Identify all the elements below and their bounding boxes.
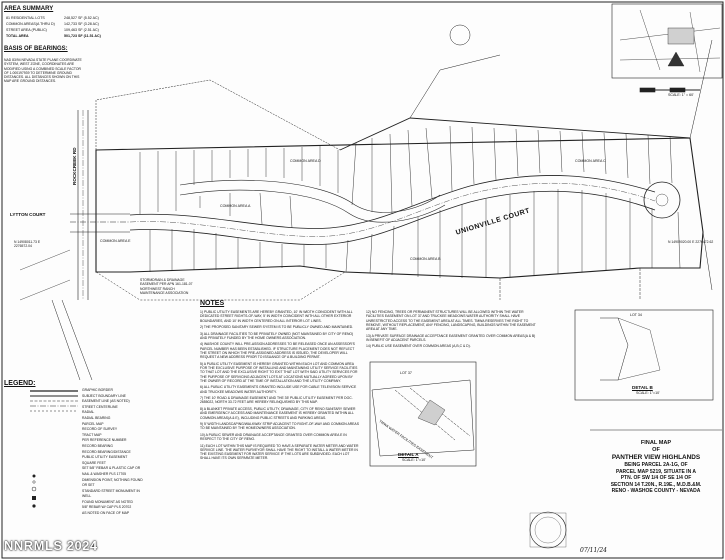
note-item: 14) PUBLIC USE EASEMENT OVER COMMON AREA… [366, 344, 471, 349]
note-item: 13) A PRIVATE SURFACE DRAINAGE ACCEPTANC… [366, 333, 536, 342]
title-line: RENO - WASHOE COUNTY - NEVADA [611, 488, 701, 495]
note-item: 5) A PUBLIC UTILITY EASEMENT IS HEREBY G… [200, 361, 358, 383]
area-row-label: 81 RESIDENTIAL LOTS [6, 16, 45, 20]
legend-item: GRAPHIC BORDER [82, 388, 113, 392]
scale-label: SCALE: 1" = 60' [668, 93, 694, 97]
notes-column-1: 1) PUBLIC UTILITY EASEMENTS ARE HEREBY G… [200, 310, 360, 463]
legend-item: STANDARD STREET MONUMENT IN WELL [82, 488, 140, 499]
detail-b-scale: SCALE: 1"=10' [636, 391, 660, 395]
notes-title: NOTES [200, 300, 225, 307]
area-row-value: 142,733 SF (3.28 AC) [64, 22, 99, 26]
coordinate-label: N 14908011.73 E 2276572.04 [14, 240, 41, 249]
legend-item: DIMENSION POINT, NOTHING FOUND OR SET [82, 477, 143, 488]
detail-a-scale: SCALE: 1"=10' [402, 458, 426, 462]
legend-item: RECORD BEARING/DISTANCE [82, 449, 131, 454]
notes-column-2: 12) NO FENCING, TREES OR PERMANENT STRUC… [366, 310, 536, 351]
note-item: 11) EACH LOT WITHIN THIS MAP IS REQUIRED… [200, 443, 359, 461]
legend-item: RADIAL BEARING [82, 415, 111, 420]
basis-of-bearings-title: BASIS OF BEARINGS: [4, 46, 68, 52]
title-block: FINAL MAP OF PANTHER VIEW HIGHLANDS BEIN… [590, 440, 722, 495]
legend-item: RECORD OF SURVEY [82, 427, 118, 432]
area-row-value: 501,723 SF (11.51 AC) [64, 34, 101, 38]
title-line: PTN. OF SW 1/4 OF SE 1/4 OF [620, 475, 692, 482]
title-line: FINAL MAP [640, 440, 672, 446]
signature-date: 07/11/24 [580, 547, 607, 554]
legend-item: PARCEL MAP [82, 421, 104, 426]
title-line: SECTION 14 T.20N., R.19E., M.D.B.&M. [610, 481, 702, 488]
note-item: 7) THE 10' ROAD & DRAINAGE EASEMENT AND … [200, 396, 353, 405]
legend-title: LEGEND: [4, 380, 36, 387]
engineer-stamp [529, 511, 567, 549]
street-name-rockcreek: ROCKCREEK RD [72, 147, 77, 185]
vicinity-map-border [611, 3, 723, 79]
legend-item: RECORD BEARING [82, 443, 113, 448]
common-area-a-label: COMMON AREA A [220, 204, 251, 208]
area-row-label: STREET AREA (PUBLIC) [6, 28, 47, 32]
detail-b-border [574, 309, 714, 401]
detail-b-lot-label: LOT 34 [630, 313, 642, 317]
street-name-lytton: LYTTON COURT [10, 212, 46, 217]
detail-a-border [369, 361, 477, 467]
legend-item: EASEMENT LINE (AS NOTED) [82, 399, 130, 404]
legend-item: 5/8" REBAR W/ CAP PLS 20702 [82, 505, 132, 510]
legend-item: TRACT MAP [82, 432, 102, 437]
coordinate-label: N 14909020.00 E 2276472.62 [668, 240, 714, 244]
basis-of-bearings-text: NAD 83/94 NEVADA STATE PLANE COORDINATE … [4, 58, 82, 84]
common-area-e-label: COMMON AREA E [100, 239, 131, 243]
note-item: 2) THE PROPOSED SANITARY SEWER SYSTEM IS… [200, 325, 354, 330]
title-line: BEING PARCEL 2A-1G, OF [624, 462, 688, 468]
note-item: 9) 5' WIDTH LANDSCAPING/WALKWAY STRIP AD… [200, 422, 359, 431]
subject-boundary [95, 137, 704, 279]
detail-b-title: DETAIL B [632, 385, 653, 390]
stormdrain-easement-label: STORMDRAIN & DRAINAGE EASEMENT PER APN 1… [140, 278, 193, 295]
legend-item: FOUND MONUMENT AS NOTED [82, 499, 133, 504]
legend-item: SET 5/8" REBAR & PLASTIC CAP OR NAIL & W… [82, 466, 141, 476]
area-row-value: 109,463 SF (2.51 AC) [64, 28, 99, 32]
legend-list: GRAPHIC BORDER SUBJECT BOUNDARY LINE EAS… [82, 388, 146, 517]
title-line: PANTHER VIEW HIGHLANDS [611, 454, 701, 461]
note-item: 4) WASHOE COUNTY WILL PRE-ASSIGN ADDRESS… [200, 342, 355, 360]
title-line: PARCEL MAP 5219, SITUATE IN A [615, 468, 697, 475]
legend-item: STREET CENTERLINE [82, 404, 118, 409]
note-item: 12) NO FENCING, TREES OR PERMANENT STRUC… [366, 310, 536, 332]
legend-item: SUBJECT BOUNDARY LINE [82, 393, 126, 398]
common-area-d-label: COMMON AREA D [290, 159, 321, 163]
legend-item: RADIAL [82, 410, 95, 415]
legend-item: SQUARE FEET [82, 460, 106, 465]
note-item: 10) A PUBLIC SEWER AND DRAINAGE ACCEPTAN… [200, 432, 347, 442]
note-item: 3) ALL DRAINAGE FACILITIES TO BE PRIVATE… [200, 331, 354, 340]
mls-watermark: NNRMLS 2024 [4, 538, 98, 553]
note-item: 8) A BLANKET PRIVATE ACCESS, PUBLIC UTIL… [200, 406, 356, 420]
common-area-b-label: COMMON AREA B [410, 257, 441, 261]
legend-item: PER REFERENCE NUMBER [82, 438, 127, 443]
title-line: OF [652, 447, 660, 453]
detail-a-lot-label: LOT 37 [400, 371, 412, 375]
area-row-label: TOTAL AREA [6, 34, 29, 38]
note-item: 1) PUBLIC UTILITY EASEMENTS ARE HEREBY G… [200, 310, 353, 323]
north-arrow [667, 51, 685, 67]
note-item: 6) ALL PUBLIC UTILITY EASEMENTS GRANTED … [200, 385, 357, 394]
common-area-c-label: COMMON AREA C [575, 159, 606, 163]
area-summary-title: AREA SUMMARY [4, 6, 54, 12]
legend-item: PUBLIC UTILITY EASEMENT [82, 455, 128, 460]
area-row-value: 248,527 SF (5.52 AC) [64, 16, 99, 20]
area-row-label: COMMON AREAS(A THRU D) [6, 22, 55, 26]
legend-item: AS NOTED ON FACE OF MAP [82, 511, 130, 516]
detail-a-title: DETAIL A [398, 452, 419, 457]
